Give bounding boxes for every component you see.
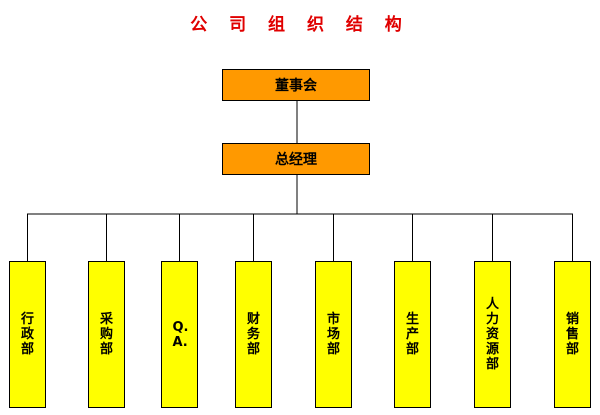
board-label: 董事会 xyxy=(275,78,317,94)
dept-box-hr: 人力资源部 xyxy=(474,261,511,408)
dept-label: 生产部 xyxy=(405,312,419,357)
dept-box-purchasing: 采购部 xyxy=(88,261,125,408)
board-box: 董事会 xyxy=(222,69,370,101)
general-manager-box: 总经理 xyxy=(222,143,370,175)
dept-box-qa: Q.A. xyxy=(161,261,198,408)
dept-box-marketing: 市场部 xyxy=(315,261,352,408)
general-manager-label: 总经理 xyxy=(275,152,317,168)
dept-box-production: 生产部 xyxy=(394,261,431,408)
dept-label: 财务部 xyxy=(246,312,260,357)
dept-label: 市场部 xyxy=(326,312,340,357)
dept-label: 行政部 xyxy=(20,312,34,357)
dept-label: 采购部 xyxy=(99,312,113,357)
dept-label: Q.A. xyxy=(172,319,189,350)
dept-box-finance: 财务部 xyxy=(235,261,272,408)
dept-label: 人力资源部 xyxy=(485,297,499,372)
dept-box-sales: 销售部 xyxy=(554,261,591,408)
dept-box-admin: 行政部 xyxy=(9,261,46,408)
page-title: 公 司 组 织 结 构 xyxy=(190,15,410,35)
dept-label: 销售部 xyxy=(565,312,579,357)
